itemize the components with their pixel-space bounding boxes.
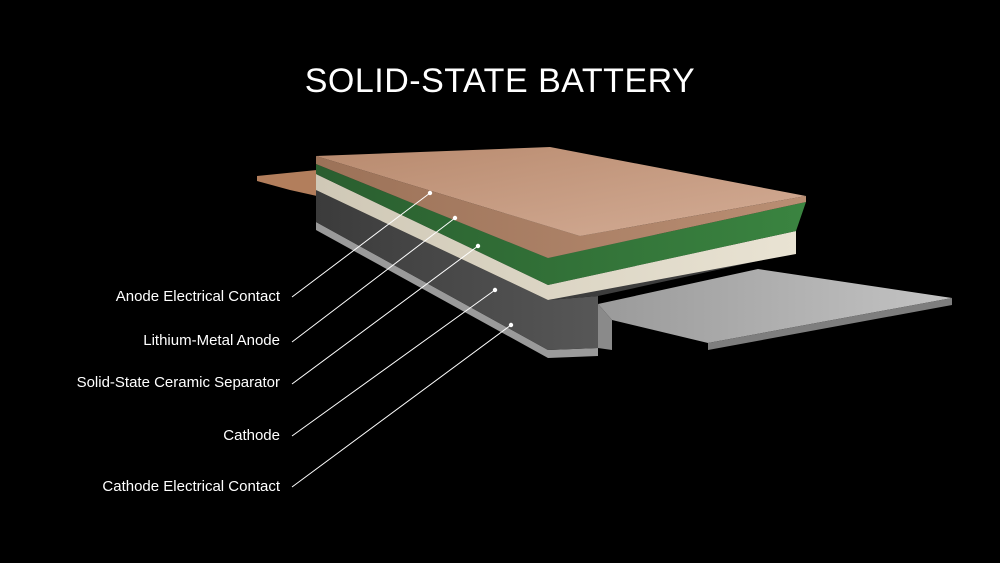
label-cathode-contact: Cathode Electrical Contact (102, 478, 280, 495)
cathode-contact-bend (598, 304, 612, 350)
leader-dot-cathode (492, 287, 498, 293)
anode-contact-tab (257, 170, 317, 196)
label-anode-contact: Anode Electrical Contact (115, 288, 280, 305)
anode-contact-top (316, 147, 806, 236)
leader-dot-cathode-contact (508, 322, 514, 328)
leader-line-anode-contact (291, 192, 431, 298)
cathode-layer (316, 190, 598, 350)
leader-dots (427, 190, 514, 328)
cathode-contact-tab-top (598, 269, 952, 343)
separator-layer (316, 174, 796, 300)
leader-line-separator (291, 245, 479, 385)
anode-layer (316, 164, 806, 285)
leader-line-cathode (291, 289, 496, 437)
label-separator: Solid-State Ceramic Separator (76, 374, 280, 391)
leader-line-cathode-contact (291, 324, 512, 488)
leader-dot-anode-contact (427, 190, 433, 196)
leader-dot-anode (452, 215, 458, 221)
leader-dot-separator (475, 243, 481, 249)
anode-contact-side (316, 156, 806, 258)
cathode-contact-tab-edge (708, 298, 952, 350)
label-anode: Lithium-Metal Anode (143, 332, 280, 349)
diagram-title: SOLID-STATE BATTERY (304, 62, 696, 100)
label-cathode: Cathode (223, 427, 280, 444)
leader-line-anode (291, 217, 456, 343)
leader-lines (291, 192, 512, 488)
